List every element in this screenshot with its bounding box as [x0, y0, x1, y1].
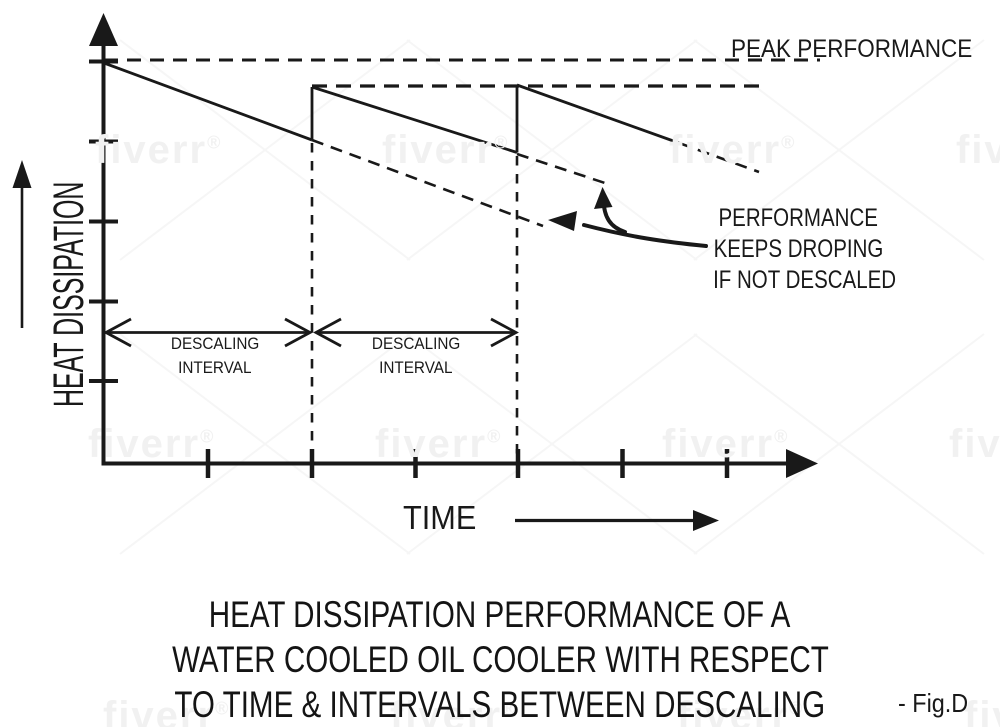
y-axis-arrowhead	[89, 13, 118, 46]
performance-note-line1: PERFORMANCE	[718, 204, 878, 232]
watermark: fiverr®	[88, 422, 216, 466]
watermark: fiverr®	[382, 128, 510, 172]
watermark: fiverr®	[390, 694, 518, 727]
performance-note-line3: IF NOT DESCALED	[713, 266, 897, 294]
descaling-event-droplines	[310, 143, 519, 461]
watermark: fiverr®	[964, 694, 1000, 727]
watermark: fiverr®	[949, 422, 1000, 466]
watermark: fiverr®	[669, 128, 797, 172]
time-direction-arrow	[515, 510, 719, 531]
watermark-lattice	[119, 39, 985, 555]
descaling-interval-arrow-2	[313, 317, 519, 348]
descaling-interval-label-2: DESCALING INTERVAL	[371, 334, 461, 377]
x-axis-ticks	[205, 449, 730, 478]
watermark: fiverr®	[375, 422, 503, 466]
watermark: fiverr®	[103, 694, 231, 727]
performance-note: PERFORMANCE KEEPS DROPING IF NOT DESCALE…	[693, 203, 903, 296]
x-axis	[101, 449, 818, 478]
performance-sawtooth-line	[103, 61, 680, 154]
y-axis-label: HEAT DISSIPATION	[45, 181, 93, 407]
caption-line3: TO TIME & INTERVALS BETWEEN DESCALING	[174, 684, 826, 725]
figure-number-label: - Fig.D	[898, 688, 969, 718]
descaling-interval-arrow-1	[103, 317, 313, 348]
caption-line2: WATER COOLED OIL COOLER WITH RESPECT	[171, 639, 829, 680]
watermark: fiverr®	[677, 694, 805, 727]
watermark: fiverr®	[662, 422, 790, 466]
watermark: fiverr®	[95, 128, 223, 172]
performance-sawtooth-dashed-tail	[678, 141, 760, 174]
watermark: fiverr®	[956, 128, 1000, 172]
y-axis-direction-arrow	[12, 160, 32, 328]
x-axis-arrowhead	[786, 449, 818, 478]
performance-note-line2: KEEPS DROPING	[713, 235, 883, 263]
no-descale-decline-lines	[311, 138, 609, 228]
note-pointer-arrow	[548, 187, 708, 248]
x-axis-label: TIME	[403, 499, 477, 536]
figure-caption: HEAT DISSIPATION PERFORMANCE OF A WATER …	[0, 592, 1000, 727]
peak-performance-label: PEAK PERFORMANCE	[731, 35, 973, 63]
descaling-interval-label-1: DESCALING INTERVAL	[170, 334, 260, 377]
y-axis	[89, 13, 118, 464]
caption-line1: HEAT DISSIPATION PERFORMANCE OF A	[209, 594, 791, 635]
